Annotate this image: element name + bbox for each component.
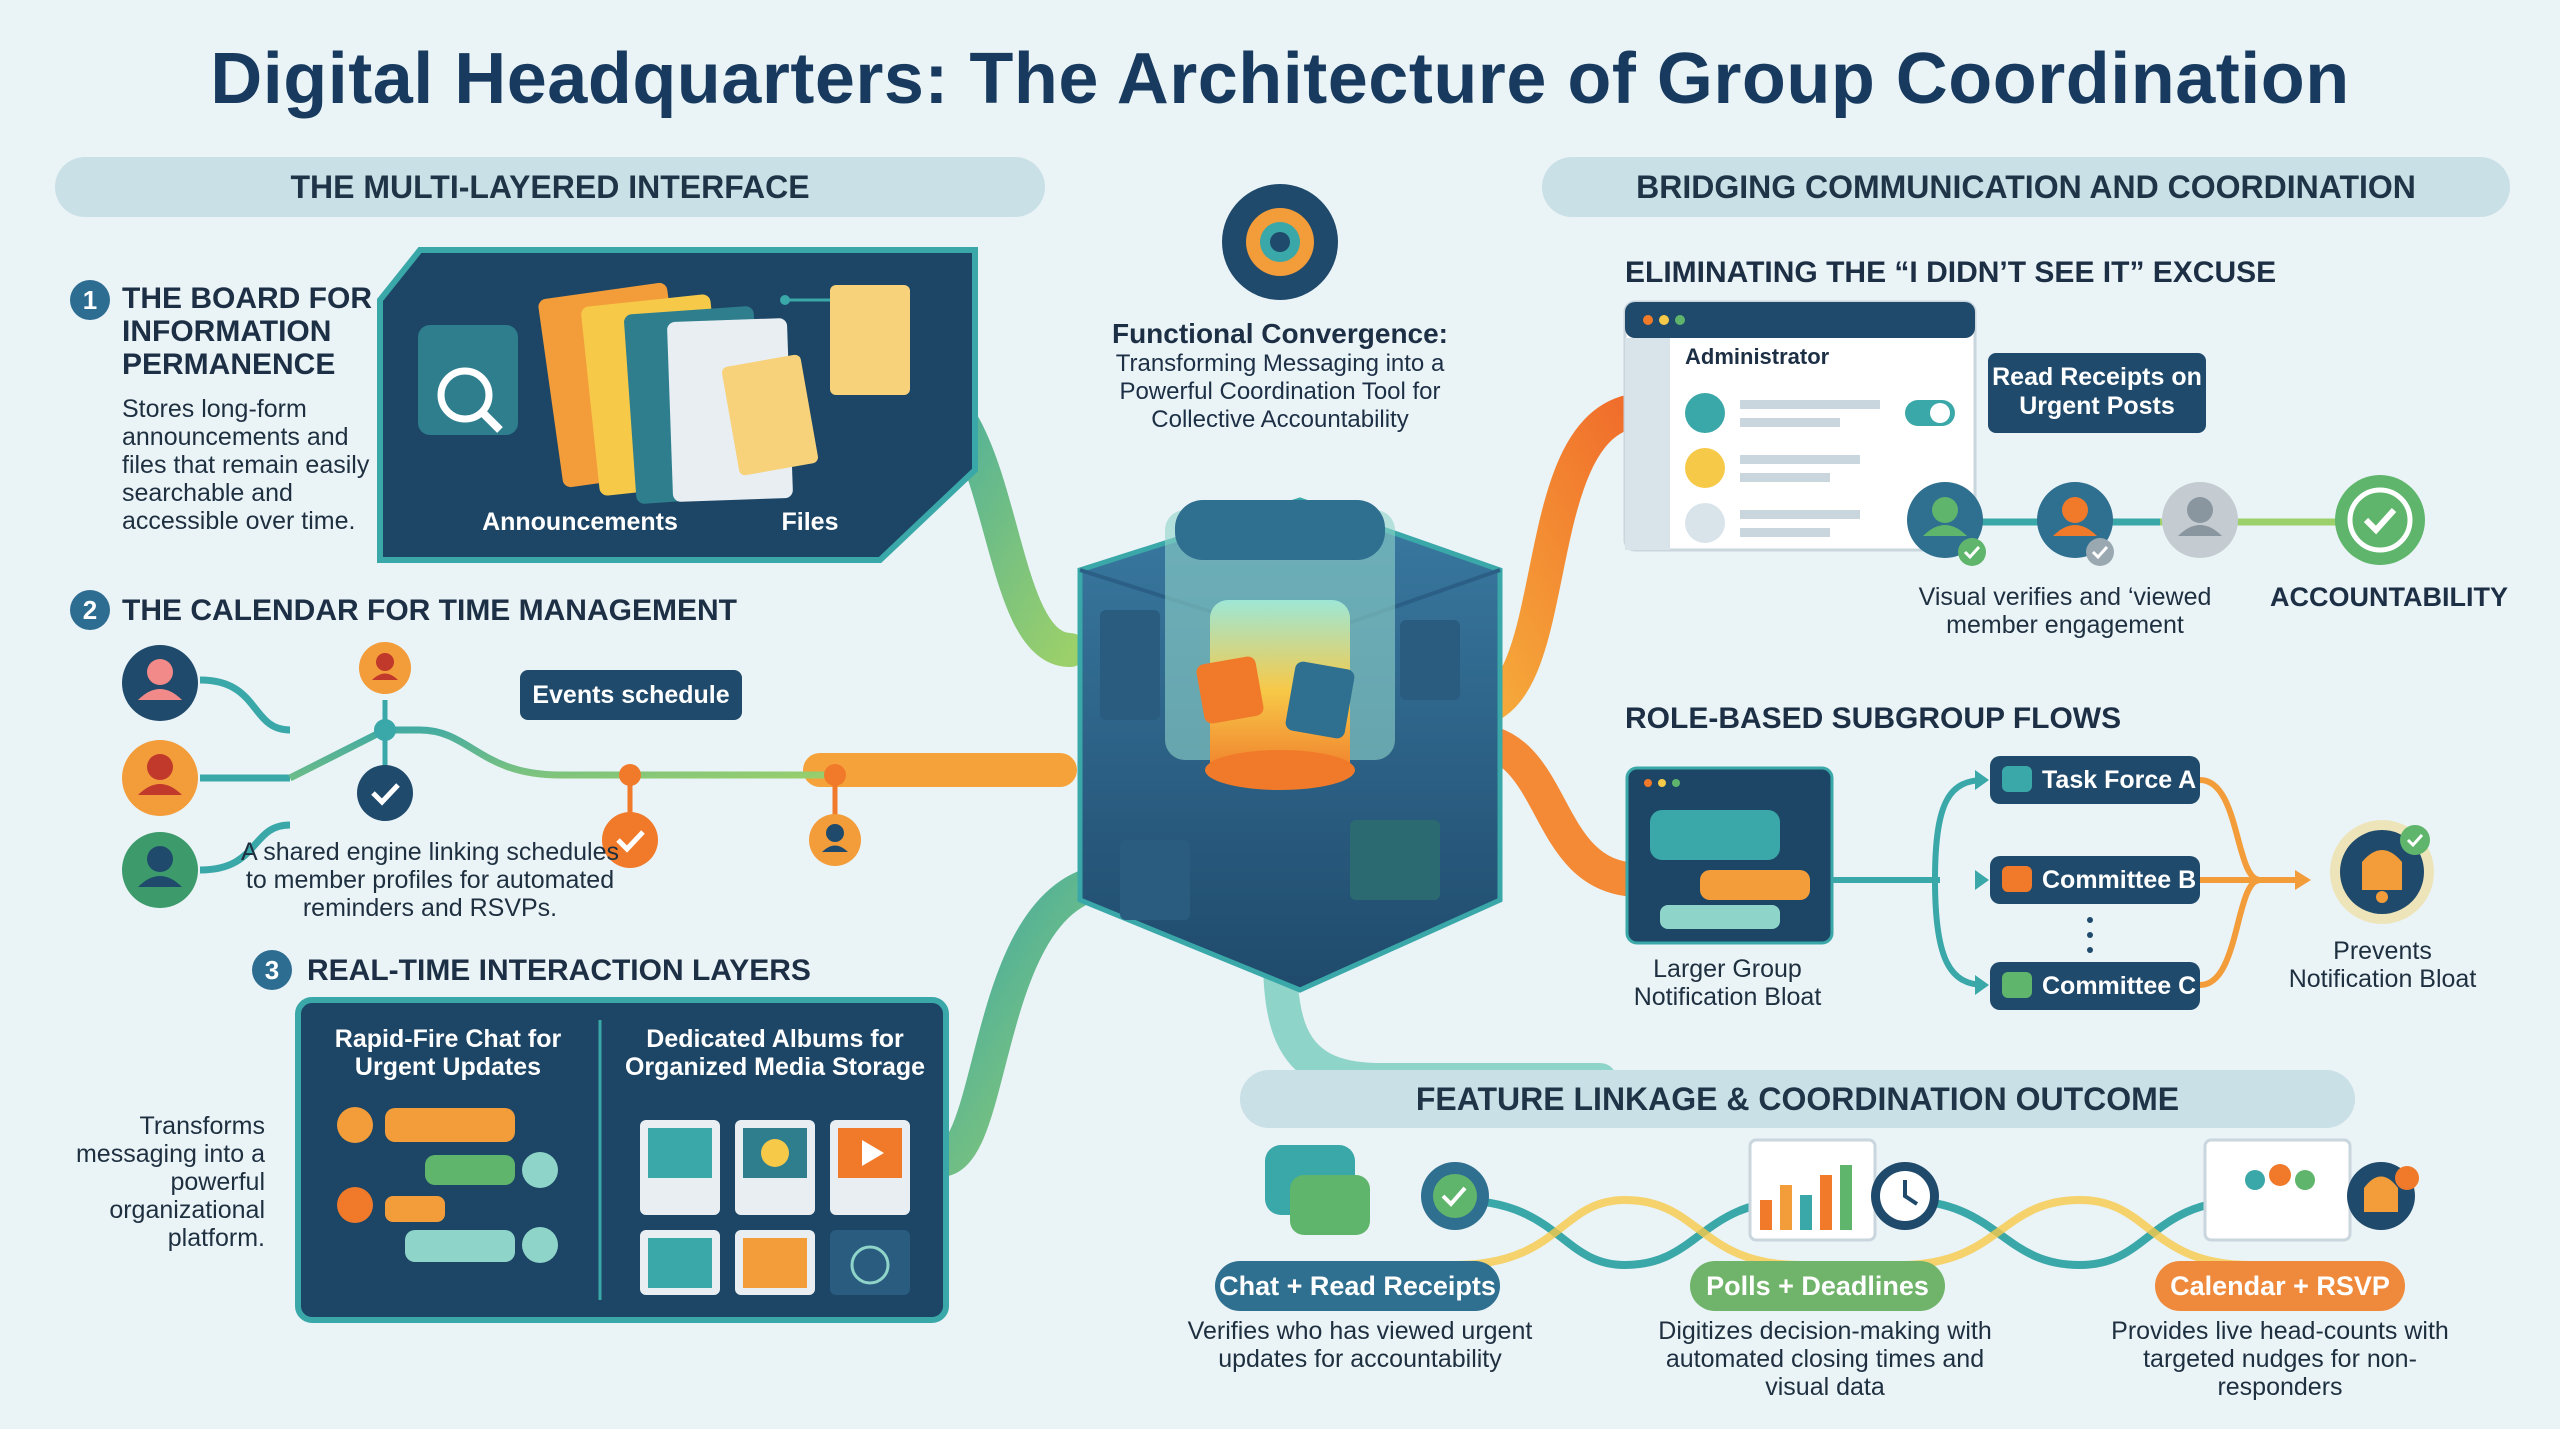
files-label: Files [781, 508, 839, 536]
chat-icon [2002, 866, 2032, 892]
board-panel [377, 247, 978, 563]
announcements-label: Announcements [482, 508, 678, 536]
calendar-branch-lines [199, 676, 291, 874]
excuse-title: ELIMINATING THE “I DIDN’T SEE IT” EXCUSE [1625, 256, 2277, 289]
chat-icon [2002, 766, 2032, 792]
interaction-panel [295, 997, 949, 1323]
outcome-polls-deadlines: Polls + Deadlines [1690, 1261, 1945, 1311]
read-receipts-tag: Read Receipts on Urgent Posts [1988, 353, 2206, 433]
group-label: Committee B [2042, 866, 2197, 894]
outcome-calendar-rsvp: Calendar + RSVP [2155, 1261, 2405, 1311]
chat-icon [2002, 972, 2032, 998]
calendar-timeline [288, 726, 840, 782]
group-label: Committee C [2042, 972, 2197, 1000]
section-number-1: 1 [70, 280, 110, 320]
avatar-group-calendar [122, 642, 861, 908]
section2-description: A shared engine linking schedules to mem… [240, 838, 620, 922]
center-text: Transforming Messaging into a Powerful C… [1115, 350, 1445, 433]
outcome-chat-desc: Verifies who has viewed urgent updates f… [1187, 1317, 1533, 1373]
subgroups-title: ROLE-BASED SUBGROUP FLOWS [1625, 702, 2122, 735]
section3-title: REAL-TIME INTERACTION LAYERS [307, 954, 811, 987]
section3-side-text: Transforms messaging into a powerful org… [75, 1112, 265, 1252]
right-section-header: BRIDGING COMMUNICATION AND COORDINATION [1542, 157, 2510, 217]
center-heading: Functional Convergence: [1111, 318, 1449, 349]
engagement-caption: Visual verifies and ‘viewed member engag… [1918, 583, 2212, 639]
chat-panel-label: Rapid-Fire Chat for Urgent Updates [334, 1025, 562, 1081]
outcome-chat-read-receipts: Chat + Read Receipts [1215, 1261, 1500, 1311]
events-schedule-tag: Events schedule [520, 670, 742, 720]
linkage-header: FEATURE LINKAGE & COORDINATION OUTCOME [1240, 1070, 2355, 1128]
albums-panel-label: Dedicated Albums for Organized Media Sto… [624, 1025, 926, 1081]
prevents-bloat-caption: Prevents Notification Bloat [2288, 937, 2477, 993]
read-receipt-chain [1907, 475, 2425, 566]
gear-icon [1222, 184, 1338, 300]
section2-title: THE CALENDAR FOR TIME MANAGEMENT [122, 594, 737, 627]
center-caption: Functional Convergence: Transforming Mes… [1080, 318, 1480, 434]
connector-interaction [923, 863, 1137, 1177]
section1-description: Stores long-form announcements and files… [122, 395, 370, 535]
group-label: Task Force A [2042, 766, 2197, 794]
central-hub [1077, 497, 1503, 993]
section1-title: THE BOARD FOR INFORMATION PERMANENCE [122, 282, 372, 381]
connector-excuse [1453, 393, 1657, 727]
group-committee-b[interactable]: Committee B [1990, 856, 2200, 904]
left-section-header: THE MULTI-LAYERED INTERFACE [55, 157, 1045, 217]
group-task-force-a[interactable]: Task Force A [1990, 756, 2200, 804]
section-number-2: 2 [70, 590, 110, 630]
subgroup-flow [1625, 766, 2434, 995]
admin-window [1623, 300, 1977, 552]
notification-bloat-caption: Larger Group Notification Bloat [1633, 955, 1822, 1011]
outcome-polls-desc: Digitizes decision-making with automated… [1658, 1317, 1992, 1401]
accountability-label: ACCOUNTABILITY [2270, 582, 2508, 612]
section-number-3: 3 [252, 950, 292, 990]
page-title: Digital Headquarters: The Architecture o… [210, 39, 2350, 119]
linkage-row [1265, 1138, 2419, 1270]
group-committee-c[interactable]: Committee C [1990, 962, 2200, 1010]
outcome-calendar-desc: Provides live head-counts with targeted … [2111, 1317, 2449, 1401]
admin-window-title: Administrator [1685, 344, 1830, 369]
